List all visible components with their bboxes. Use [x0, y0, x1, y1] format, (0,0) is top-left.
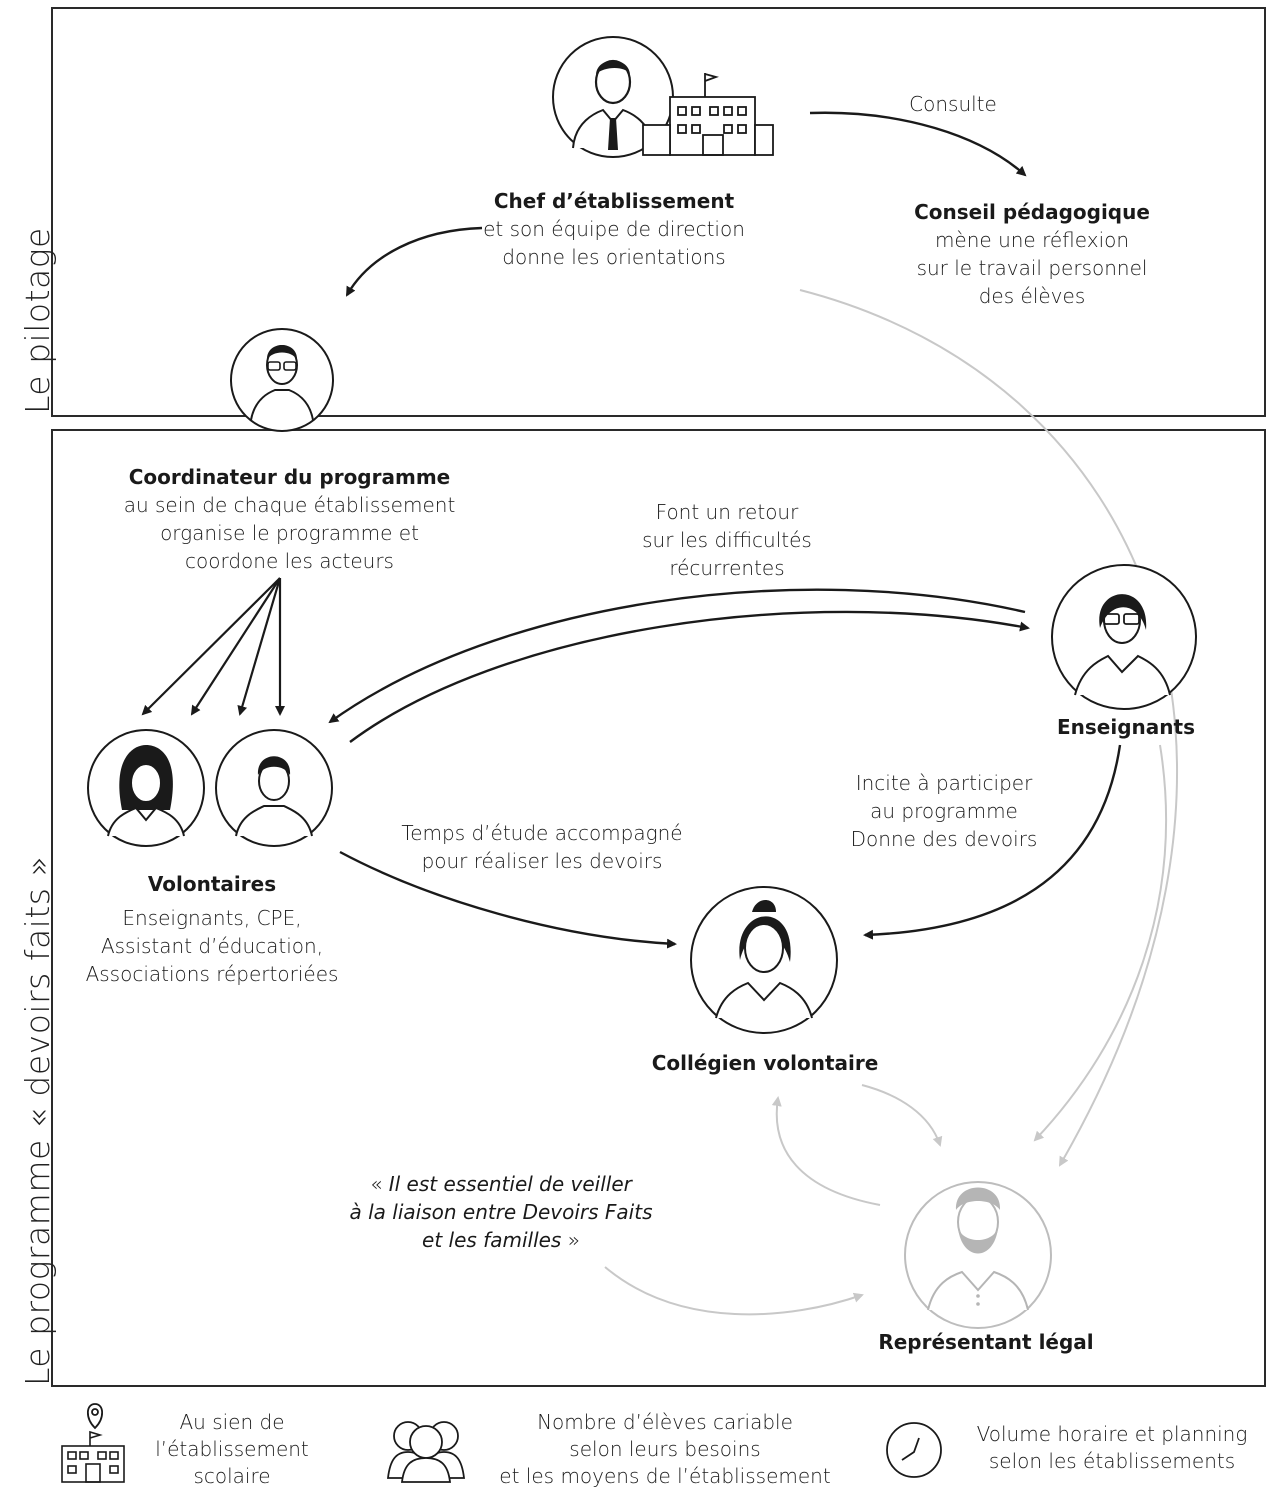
coordinateur-line-3: coordone les acteurs	[185, 549, 394, 573]
legend-lieu-line-1: Au sien de	[179, 1410, 285, 1434]
coord-to-vol-arrow-1	[141, 577, 281, 716]
conseil-line-1: mène une réflexion	[934, 228, 1130, 252]
quote-line-1: Il est essentiel de veiller	[388, 1172, 632, 1196]
legend-lieu: Au sien de l’établissement scolaire	[140, 1409, 324, 1490]
quote-open: «	[370, 1172, 389, 1196]
legend-lieu-line-2: l’établissement	[155, 1437, 309, 1461]
representant-label: Représentant légal	[878, 1330, 1094, 1354]
incite-line-3: Donne des devoirs	[850, 827, 1038, 851]
temps-line-2: pour réaliser les devoirs	[421, 849, 663, 873]
location-pin-icon	[86, 1403, 104, 1430]
conseil-line-2: sur le travail personnel	[916, 256, 1148, 280]
enseignants-to-volontaires-arrow	[328, 588, 1026, 724]
consulte-label: Consulte	[909, 92, 997, 116]
legend-volume-line-2: selon les établissements	[988, 1449, 1236, 1473]
legend-school-icon	[61, 1430, 125, 1483]
coord-to-vol-arrow-3	[237, 577, 282, 716]
volontaires-to-enseignants-arrow	[349, 610, 1030, 743]
retour-line-3: récurrentes	[669, 556, 785, 580]
volontaires-line-1: Enseignants, CPE,	[122, 906, 302, 930]
coordinateur-line-1: au sein de chaque établissement	[123, 493, 456, 517]
quote-close: »	[561, 1228, 580, 1252]
quote-line-2: à la liaison entre Devoirs Faits	[349, 1200, 653, 1224]
volontaires-to-collegien-arrow	[339, 850, 677, 949]
collegien-label: Collégien volontaire	[651, 1051, 879, 1075]
legend-lieu-line-3: scolaire	[193, 1464, 271, 1488]
school-building-icon	[642, 73, 774, 156]
conseil-label: Conseil pédagogique mène une réflexion s…	[890, 198, 1174, 310]
temps-label: Temps d’étude accompagné pour réaliser l…	[370, 819, 714, 875]
quote-label: « Il est essentiel de veiller à la liais…	[320, 1170, 682, 1254]
quote-line-3: et les familles	[422, 1228, 562, 1252]
programme-frame	[51, 429, 1266, 1387]
incite-label: Incite à participer au programme Donne d…	[828, 769, 1060, 853]
clock-icon	[886, 1422, 942, 1478]
enseignants-label: Enseignants	[1057, 715, 1195, 739]
representant-to-collegien-line	[771, 1096, 881, 1206]
chef-line-2: donne les orientations	[502, 245, 726, 269]
coordinateur-title: Coordinateur du programme	[128, 465, 451, 489]
legend-nombre: Nombre d’élèves cariable selon leurs bes…	[470, 1409, 860, 1490]
pilotage-frame	[51, 7, 1266, 417]
pilotage-section-label: Le pilotage	[18, 227, 57, 414]
coordinateur-label: Coordinateur du programme au sein de cha…	[97, 463, 482, 575]
coordinateur-avatar	[230, 328, 334, 432]
conseil-line-3: des élèves	[978, 284, 1086, 308]
chef-to-coordinateur-arrow	[345, 226, 483, 297]
volontaires-title: Volontaires	[147, 872, 277, 896]
quote-to-representant-line	[604, 1266, 864, 1316]
enseignants-to-collegien-arrow	[863, 744, 1122, 940]
legend-nombre-line-2: selon leurs besoins	[569, 1437, 761, 1461]
temps-line-1: Temps d’étude accompagné	[401, 821, 683, 845]
retour-line-2: sur les difficultés	[642, 528, 812, 552]
chef-title: Chef d’établissement	[493, 189, 735, 213]
legend-volume-line-1: Volume horaire et planning	[976, 1422, 1248, 1446]
volontaire-woman-avatar	[87, 729, 205, 847]
retour-line-1: Font un retour	[655, 500, 799, 524]
coord-to-vol-arrow-2	[190, 577, 281, 716]
volontaires-line-2: Assistant d’éducation,	[100, 934, 324, 958]
representant-avatar	[904, 1181, 1052, 1329]
legend-nombre-line-1: Nombre d’élèves cariable	[537, 1410, 793, 1434]
incite-line-1: Incite à participer	[855, 771, 1033, 795]
coordinateur-line-2: organise le programme et	[160, 521, 419, 545]
conseil-title: Conseil pédagogique	[914, 200, 1150, 224]
legend-volume: Volume horaire et planning selon les éta…	[952, 1421, 1272, 1475]
programme-section-label: Le programme « devoirs faits »	[18, 855, 57, 1386]
chef-label: Chef d’établissement et son équipe de di…	[457, 187, 771, 271]
chef-line-1: et son équipe de direction	[483, 217, 745, 241]
collegien-to-representant-line	[861, 1084, 943, 1147]
volontaire-man-avatar	[215, 729, 333, 847]
incite-line-2: au programme	[870, 799, 1018, 823]
legend-nombre-line-3: et les moyens de l’établissement	[499, 1464, 831, 1488]
group-people-icon	[386, 1421, 466, 1483]
enseignants-to-representant-line	[1033, 744, 1167, 1142]
consulte-arrow	[809, 111, 1027, 177]
retour-label: Font un retour sur les difficultés récur…	[610, 498, 844, 582]
volontaires-label: Volontaires Enseignants, CPE, Assistant …	[62, 870, 362, 988]
chef-avatar	[552, 36, 674, 158]
enseignants-avatar	[1051, 564, 1197, 710]
collegien-avatar	[690, 886, 838, 1034]
volontaires-line-3: Associations répertoriées	[85, 962, 339, 986]
